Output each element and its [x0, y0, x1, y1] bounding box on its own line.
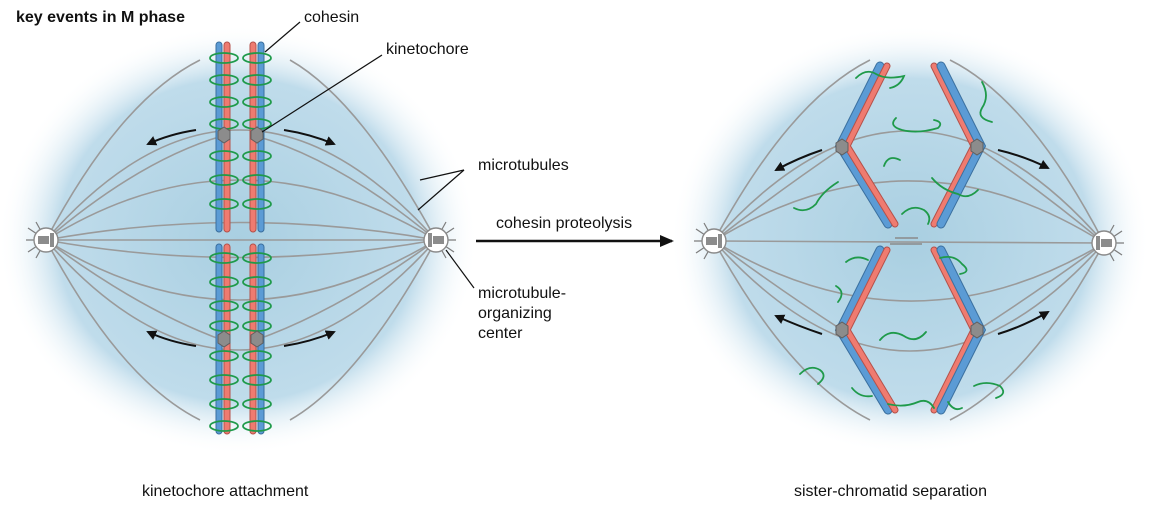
right-pull-arrows [774, 149, 1050, 335]
kinetochore-icon [217, 126, 231, 144]
right-kinetochores [835, 138, 984, 339]
right-mtoc-left [701, 228, 727, 254]
spindle-midzone [890, 237, 922, 245]
arrow-icon [146, 330, 197, 347]
right-cell [670, 25, 1150, 455]
label-leaders [261, 21, 475, 289]
left-cell [0, 21, 478, 455]
mtoc-label-line3: center [478, 325, 523, 342]
left-caption: kinetochore attachment [142, 483, 309, 500]
kinetochore-icon [217, 330, 231, 348]
kinetochore-icon [835, 321, 849, 339]
kinetochore-icon [835, 138, 849, 156]
left-mtoc-left [33, 227, 59, 253]
diagram-title: key events in M phase [16, 9, 185, 26]
right-cell-glow [670, 25, 1150, 455]
arrow-icon [997, 310, 1050, 335]
left-lower-chromosome [209, 243, 272, 435]
mtoc-label-line1: microtubule- [478, 285, 567, 302]
arrow-icon [997, 149, 1050, 169]
right-spindle-microtubules [713, 59, 1105, 421]
arrow-icon [283, 330, 336, 347]
left-upper-cohesin-rings [209, 52, 272, 210]
left-upper-chromosome [209, 41, 272, 233]
arrow-icon [774, 149, 823, 171]
process-label: cohesin proteolysis [496, 215, 633, 232]
left-lower-cohesin-rings [209, 252, 272, 432]
arrow-icon [146, 129, 197, 146]
mtoc-label-line2: organizing [478, 305, 552, 322]
right-caption: sister-chromatid separation [794, 483, 987, 500]
arrow-icon [283, 129, 336, 146]
left-spindle-microtubules [45, 59, 437, 421]
arrow-icon [774, 314, 823, 335]
kinetochore-label: kinetochore [386, 41, 469, 58]
right-mtoc-right [1091, 230, 1117, 256]
microtubules-label: microtubules [478, 157, 569, 174]
kinetochore-icon [970, 138, 984, 156]
kinetochore-icon [970, 321, 984, 339]
cleaved-cohesin-fragments [793, 70, 1005, 411]
left-pull-arrows [146, 129, 336, 347]
cohesin-label: cohesin [304, 9, 360, 26]
kinetochore-icon [250, 126, 264, 144]
left-mtoc-right [423, 227, 449, 253]
kinetochore-icon [250, 330, 264, 348]
